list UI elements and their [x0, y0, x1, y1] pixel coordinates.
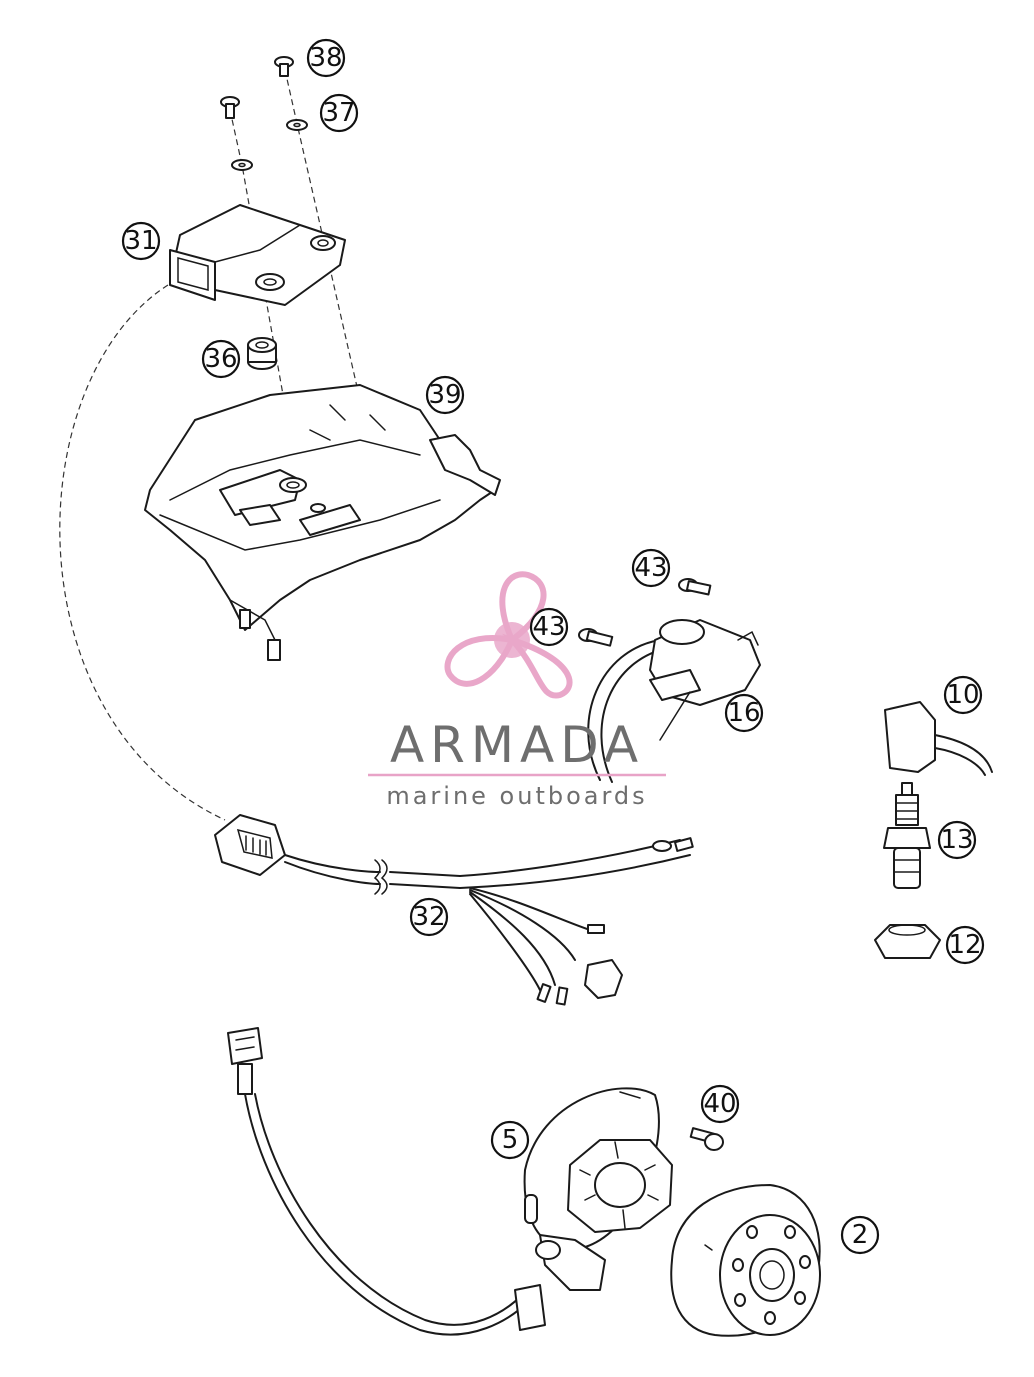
- callout-40: 40: [700, 1084, 740, 1124]
- stator-cable: [227, 1027, 546, 1336]
- stator-5: [523, 1087, 673, 1291]
- callout-label: 31: [124, 226, 157, 256]
- callout-label: 36: [204, 344, 237, 374]
- callout-5: 5: [490, 1120, 530, 1160]
- callout-label: 39: [428, 380, 461, 410]
- callout-label: 32: [412, 902, 445, 932]
- bolt-43-upper: [678, 578, 712, 596]
- grommet-36: [247, 337, 277, 370]
- bolt-43-lower: [578, 628, 614, 647]
- callout-10: 10: [943, 675, 983, 715]
- callout-36: 36: [201, 339, 241, 379]
- callout-label: 38: [309, 43, 342, 73]
- callout-13: 13: [937, 820, 977, 860]
- callout-label: 37: [322, 98, 355, 128]
- propeller-blade: [501, 633, 573, 699]
- washer-37: [286, 119, 308, 131]
- flywheel-2: [670, 1184, 821, 1337]
- washer-left: [231, 159, 253, 171]
- callout-label: 43: [532, 612, 565, 642]
- watermark-title: ARMADA: [390, 716, 644, 774]
- propeller-blade: [444, 635, 517, 687]
- callout-12: 12: [945, 925, 985, 965]
- callout-16: 16: [724, 693, 764, 733]
- bolt-40: [689, 1127, 724, 1151]
- callout-32: 32: [409, 897, 449, 937]
- cdi-unit-31: [169, 204, 346, 306]
- callout-label: 10: [946, 680, 979, 710]
- callout-label: 2: [852, 1220, 869, 1250]
- callout-31: 31: [121, 221, 161, 261]
- callout-label: 12: [948, 930, 981, 960]
- callout-37: 37: [319, 93, 359, 133]
- wiring-harness-32: [214, 814, 694, 1006]
- rubber-cap-12: [874, 924, 941, 959]
- callout-label: 16: [727, 698, 760, 728]
- callout-label: 40: [703, 1089, 736, 1119]
- watermark-logo: ARMADA marine outboards: [368, 571, 666, 810]
- callout-label: 13: [940, 825, 973, 855]
- watermark-subtitle: marine outboards: [386, 782, 647, 810]
- ignition-coil-16: [587, 619, 761, 783]
- callout-38: 38: [306, 38, 346, 78]
- propeller-hub: [494, 622, 530, 658]
- callout-2: 2: [840, 1215, 880, 1255]
- spark-plug-cap-10: [884, 701, 993, 776]
- screw-left: [220, 96, 240, 119]
- callout-43-lower: 43: [529, 607, 569, 647]
- callout-label: 43: [634, 553, 667, 583]
- callout-43-upper: 43: [631, 548, 671, 588]
- assembly-guide-lines: [59, 69, 361, 821]
- screw-38: [274, 56, 294, 77]
- callout-39: 39: [425, 375, 465, 415]
- bracket-39: [144, 384, 501, 661]
- spark-plug-13: [883, 782, 931, 889]
- callout-label: 5: [502, 1125, 519, 1155]
- callout-labels: 38 37 31 36 39 43 43 16: [121, 38, 985, 1255]
